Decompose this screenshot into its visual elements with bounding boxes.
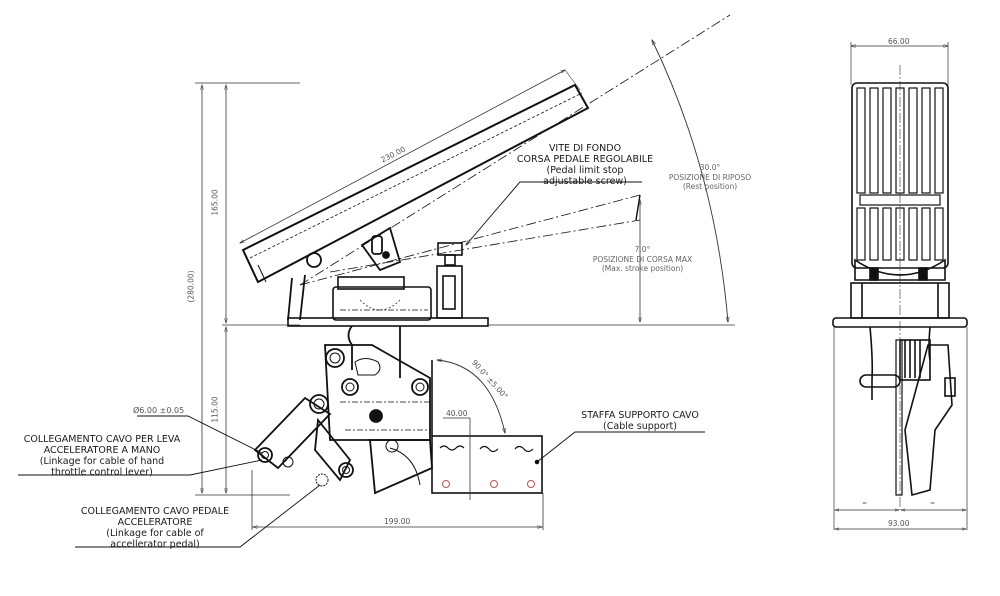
base-plate (287, 317, 489, 327)
equal-left-dim: = (862, 500, 868, 507)
cable-support-en: (Cable support) (603, 421, 677, 432)
upper-height-dim: 165.00 (210, 189, 220, 216)
max-stroke-label: POSIZIONE DI CORSA MAX (592, 254, 693, 264)
front-mechanism (859, 326, 956, 497)
pedal-cable-en-2: accellerator pedal) (110, 539, 200, 550)
hole-diameter-dim: Ø6.00 ±0.05 (133, 406, 185, 415)
limit-stop-screw (436, 242, 463, 319)
rest-position-annotation: 30.0° POSIZIONE DI RIPOSO (Rest position… (655, 163, 765, 192)
hand-throttle-en-1: (Linkage for cable of hand (39, 456, 165, 467)
limit-stop-en-2: adjustable screw) (543, 176, 627, 187)
pedal-cable-title: COLLEGAMENTO CAVO PEDALE (80, 506, 230, 517)
pedal-housing (332, 276, 432, 321)
max-stroke-angle: 7.0° (634, 245, 651, 254)
max-stroke-en: (Max. stroke position) (601, 264, 684, 273)
cable-support-bracket (431, 360, 543, 494)
lower-height-dim: 115.00 (210, 396, 220, 423)
front-width-top-dim: 66.00 (888, 37, 910, 46)
equal-right-dim: = (930, 500, 936, 507)
rest-position-en: (Rest position) (682, 182, 738, 191)
max-stroke-annotation: 7.0° POSIZIONE DI CORSA MAX (Max. stroke… (580, 245, 705, 274)
pedal-cable-annotation: COLLEGAMENTO CAVO PEDALE ACCELERATORE (L… (70, 506, 240, 550)
limit-stop-subtitle: CORSA PEDALE REGOLABILE (516, 154, 654, 165)
hand-throttle-en-2: throttle control lever) (51, 467, 153, 478)
cable-support-title: STAFFA SUPPORTO CAVO (581, 410, 699, 421)
total-height-dim: (280.00) (186, 270, 196, 303)
height-dimension-lines (195, 82, 300, 496)
cable-support-annotation: STAFFA SUPPORTO CAVO (Cable support) (570, 410, 710, 432)
hand-throttle-title: COLLEGAMENTO CAVO PER LEVA (23, 434, 181, 445)
hand-throttle-annotation: COLLEGAMENTO CAVO PER LEVA ACCELERATORE … (12, 434, 192, 478)
hand-throttle-subtitle: ACCELERATORE A MANO (43, 445, 161, 456)
base-length-dim: 199.00 (384, 517, 411, 526)
pedal-cable-subtitle: ACCELERATORE (117, 517, 193, 528)
side-view (18, 14, 735, 548)
limit-stop-en-1: (Pedal limit stop (546, 165, 624, 176)
pedal-hinge (287, 226, 402, 321)
rest-angle: 30.0° (699, 163, 721, 172)
pedal-cable-en-1: (Linkage for cable of (106, 528, 204, 539)
limit-stop-annotation: VITE DI FONDO CORSA PEDALE REGOLABILE (P… (505, 143, 665, 187)
limit-stop-title: VITE DI FONDO (548, 143, 622, 154)
bracket-offset-dim: 40.00 (446, 409, 468, 418)
front-width-bottom-dim: 93.00 (888, 519, 910, 528)
rest-position-label: POSIZIONE DI RIPOSO (668, 172, 752, 182)
throttle-linkage-mechanism (253, 325, 433, 495)
mounting-holes (442, 480, 535, 488)
front-view (832, 42, 968, 530)
